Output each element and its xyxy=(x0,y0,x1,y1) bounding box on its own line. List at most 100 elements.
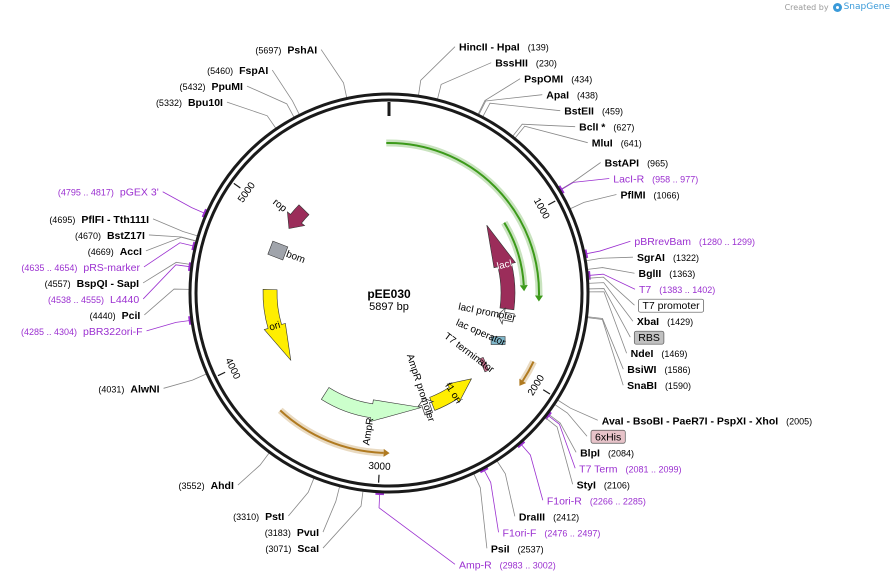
leader-line xyxy=(569,194,617,210)
site-name: XbaI xyxy=(637,316,659,328)
site-label-psii[interactable]: PsiI(2537) xyxy=(491,543,544,555)
site-label-fspai[interactable]: FspAI(5460) xyxy=(207,65,268,77)
site-label-draiii[interactable]: DraIII(2412) xyxy=(519,511,579,523)
feature-ori-arrow[interactable] xyxy=(262,289,292,362)
site-label-mlui[interactable]: MluI(641) xyxy=(592,138,642,150)
orf-arrowhead xyxy=(519,284,528,292)
site-name: Bpu10I xyxy=(188,97,223,109)
site-label-bsshii[interactable]: BssHII(230) xyxy=(495,58,557,70)
site-label-pflfi-tth111i[interactable]: PflFI - Tth111I(4695) xyxy=(49,214,149,226)
site-label-apai[interactable]: ApaI(438) xyxy=(546,90,598,102)
site-label-acci[interactable]: AccI(4669) xyxy=(88,246,142,258)
site-label-bsiwi[interactable]: BsiWI(1586) xyxy=(627,364,690,376)
site-label-bpu10i[interactable]: Bpu10I(5332) xyxy=(156,97,223,109)
site-name: PvuI xyxy=(297,527,319,539)
site-label-blpi[interactable]: BlpI(2084) xyxy=(580,447,634,459)
site-label-pspomi[interactable]: PspOMI(434) xyxy=(524,74,592,86)
site-position: (3183) xyxy=(265,528,291,538)
site-position: (4670) xyxy=(75,231,101,241)
feature-lac-operator-box[interactable] xyxy=(490,336,506,345)
site-label-scai[interactable]: ScaI(3071) xyxy=(265,543,319,555)
orf-glow xyxy=(386,139,543,296)
site-label-prs-marker[interactable]: pRS-marker(4635 .. 4654) xyxy=(21,262,140,274)
feature-label: AmpR xyxy=(361,417,376,446)
site-label-f1ori-f[interactable]: F1ori-F(2476 .. 2497) xyxy=(503,527,601,539)
site-label-pbr322ori-f[interactable]: pBR322ori-F(4285 .. 4304) xyxy=(21,326,143,338)
site-label-6xhis[interactable]: 6xHis xyxy=(590,429,626,444)
site-label-ahdi[interactable]: AhdI(3552) xyxy=(179,480,234,492)
scale-tick-2000 xyxy=(542,389,551,395)
site-label-bstz17i[interactable]: BstZ17I(4670) xyxy=(75,230,145,242)
site-name: BglII xyxy=(639,268,662,280)
feature-ampr-arrow[interactable] xyxy=(320,387,422,423)
site-position: (4031) xyxy=(98,384,124,394)
site-label-styi[interactable]: StyI(2106) xyxy=(577,479,630,491)
leader-line xyxy=(546,414,576,469)
site-label-pcii[interactable]: PciI(4440) xyxy=(90,310,141,322)
orf-line xyxy=(503,222,525,286)
site-label-bsteii[interactable]: BstEII(459) xyxy=(564,106,623,118)
feature-f1-ori-arrow[interactable] xyxy=(429,378,473,411)
site-label-t7[interactable]: T7(1383 .. 1402) xyxy=(639,284,715,296)
site-label-sgrai[interactable]: SgrAI(1322) xyxy=(637,252,699,264)
site-position: (2106) xyxy=(604,480,630,490)
feature-ampr-promoter-icon[interactable] xyxy=(416,396,436,416)
site-name: LacI-R xyxy=(613,173,644,185)
site-position: (627) xyxy=(613,123,634,133)
site-label-amp-r[interactable]: Amp-R(2983 .. 3002) xyxy=(459,559,556,571)
site-name: ApaI xyxy=(546,90,569,102)
leader-line xyxy=(163,373,208,389)
site-label-xbai[interactable]: XbaI(1429) xyxy=(637,316,693,328)
site-label-psti[interactable]: PstI(3310) xyxy=(233,511,284,523)
scale-tick-5000 xyxy=(233,182,241,189)
site-label-pshai[interactable]: PshAI(5697) xyxy=(255,45,317,57)
primer-binding-mark xyxy=(544,411,552,420)
site-label-pflmi[interactable]: PflMI(1066) xyxy=(620,189,679,201)
site-position: (2266 .. 2285) xyxy=(590,496,646,506)
site-name: PflFI - Tth111I xyxy=(81,214,149,226)
created-by-credit: Created by SnapGene xyxy=(785,2,890,12)
primer-binding-mark xyxy=(201,208,208,218)
plasmid-length: 5897 bp xyxy=(369,301,409,313)
site-label-f1ori-r[interactable]: F1ori-R(2266 .. 2285) xyxy=(547,495,646,507)
site-name: BstEII xyxy=(564,106,594,118)
site-label-l4440[interactable]: L4440(4538 .. 4555) xyxy=(48,294,139,306)
feature-rop-arrow[interactable] xyxy=(287,204,310,229)
site-label-pvui[interactable]: PvuI (3183) xyxy=(265,527,319,539)
site-label-t7-promoter[interactable]: T7 promoter xyxy=(638,298,705,313)
feature-laci-promoter-icon[interactable] xyxy=(496,307,515,326)
site-label-ppumi[interactable]: PpuMI(5432) xyxy=(179,81,243,93)
site-label-bcli[interactable]: BclI *(627) xyxy=(579,122,634,134)
leader-line xyxy=(482,468,499,533)
leader-line xyxy=(587,273,636,290)
site-label-alwni[interactable]: AlwNI(4031) xyxy=(98,383,159,395)
feature-label: AmpR promoter xyxy=(404,353,437,424)
feature-laci-arrow[interactable] xyxy=(486,224,516,311)
site-position: (965) xyxy=(647,158,668,168)
site-label-laci-r[interactable]: LacI-R(958 .. 977) xyxy=(613,173,698,185)
site-label-ndei[interactable]: NdeI(1469) xyxy=(631,348,688,360)
leader-line xyxy=(496,460,516,517)
site-position: (5697) xyxy=(255,46,281,56)
site-label-bspqi-sapi[interactable]: BspQI - SapI(4557) xyxy=(45,278,140,290)
feature-t7-terminator-icon[interactable] xyxy=(479,356,490,373)
site-label-t7-term[interactable]: T7 Term(2081 .. 2099) xyxy=(579,463,681,475)
site-position: (1280 .. 1299) xyxy=(699,237,755,247)
site-name: PciI xyxy=(122,310,141,322)
site-name: T7 xyxy=(639,284,651,296)
site-label-pgex-3[interactable]: pGEX 3'(4795 .. 4817) xyxy=(58,187,159,199)
site-label-snabi[interactable]: SnaBI(1590) xyxy=(627,380,691,392)
site-label-rbs[interactable]: RBS xyxy=(633,330,665,345)
leader-line xyxy=(322,490,364,549)
orf-arrowhead xyxy=(534,295,543,302)
leader-line xyxy=(586,317,624,386)
site-label-pbrrevbam[interactable]: pBRrevBam(1280 .. 1299) xyxy=(634,236,755,248)
leader-line xyxy=(378,491,456,565)
site-label-bglii[interactable]: BglII(1363) xyxy=(639,268,696,280)
feature-bom-box[interactable] xyxy=(267,240,289,261)
site-label-hincii-hpai[interactable]: HincII - HpaI(139) xyxy=(459,42,549,54)
site-tag-box xyxy=(633,330,665,345)
site-label-avai-bsobi-paer7i-pspxi-xhoi[interactable]: AvaI - BsoBI - PaeR7I - PspXI - XhoI(200… xyxy=(602,415,812,427)
site-label-bstapi[interactable]: BstAPI(965) xyxy=(605,157,668,169)
